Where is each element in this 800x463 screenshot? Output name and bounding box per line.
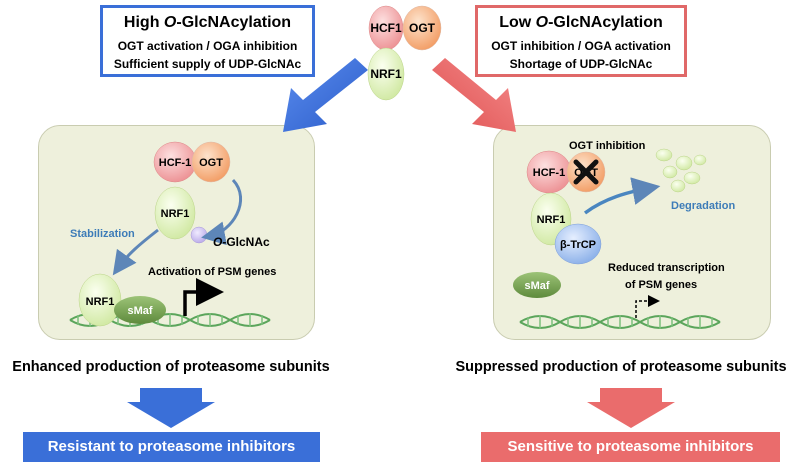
reduced-line1: Reduced transcription <box>608 262 725 274</box>
right-smaf-protein <box>513 272 561 298</box>
left-ogt-label: OGT <box>199 157 223 169</box>
top-hcf1-label: HCF1 <box>370 21 402 35</box>
top-complex: HCF1 OGT NRF1 <box>367 5 442 101</box>
reduced-line2: of PSM genes <box>625 279 697 291</box>
top-nrf1-label: NRF1 <box>370 67 402 81</box>
right-hcf1-label: HCF-1 <box>533 167 565 179</box>
high-box-line1: OGT activation / OGA inhibition <box>117 39 298 53</box>
dna-nrf1-protein <box>78 273 122 327</box>
high-glcnacylation-box: High O-GlcNAcylation OGT activation / OG… <box>100 5 315 77</box>
right-dna <box>519 315 721 329</box>
left-nrf1-label: NRF1 <box>161 208 190 220</box>
top-ogt-label: OGT <box>409 21 436 35</box>
glcnac-transfer-arrow <box>201 178 243 246</box>
stabilization-label: Stabilization <box>70 228 135 240</box>
right-nrf1-label: NRF1 <box>537 214 566 226</box>
top-ogt-protein <box>402 5 442 51</box>
btrcp-protein <box>554 223 602 265</box>
top-nrf1-protein <box>367 47 405 101</box>
right-panel-graphics: OGT inhibition HCF-1 OGT NRF1 β-TrCP Deg… <box>513 140 735 329</box>
low-box-title: Low O-GlcNAcylation <box>499 14 663 31</box>
high-box-lines: OGT activation / OGA inhibition Sufficie… <box>103 37 312 73</box>
oglcnac-label: O-GlcNAc <box>213 235 270 249</box>
oglcnac-sugar <box>190 226 208 244</box>
high-box-line2: Sufficient supply of UDP-GlcNAc <box>113 57 302 71</box>
activation-label: Activation of PSM genes <box>148 266 276 278</box>
right-smaf-label: sMaf <box>524 280 549 292</box>
dna-nrf1-label: NRF1 <box>86 296 115 308</box>
dna-smaf-protein <box>114 296 166 324</box>
high-box-title: High O-GlcNAcylation <box>123 14 292 31</box>
low-box-line2: Shortage of UDP-GlcNAc <box>509 57 653 71</box>
btrcp-label: β-TrCP <box>560 239 596 251</box>
low-down-arrow <box>432 58 516 132</box>
left-outcome-text: Enhanced production of proteasome subuni… <box>12 359 330 375</box>
left-nrf1-protein <box>154 186 196 240</box>
left-result-bar: Resistant to proteasome inhibitors <box>23 432 320 462</box>
ogt-inhibition-label: OGT inhibition <box>569 140 646 152</box>
high-down-arrow <box>283 58 368 132</box>
degraded-fragments <box>655 148 707 193</box>
left-hcf1-label: HCF-1 <box>159 157 191 169</box>
low-box-lines: OGT inhibition / OGA activation Shortage… <box>478 37 684 73</box>
transcription-start-arrow <box>183 278 224 316</box>
right-result-arrow <box>587 388 675 428</box>
degradation-label: Degradation <box>671 200 735 212</box>
left-result-arrow <box>127 388 215 428</box>
degradation-arrow <box>583 177 661 215</box>
low-box-line1: OGT inhibition / OGA activation <box>491 39 671 53</box>
left-panel-graphics: HCF-1 OGT NRF1 Stabilization O-GlcNAc Ac… <box>69 141 276 327</box>
right-result-bar: Sensitive to proteasome inhibitors <box>481 432 780 462</box>
reduced-transcription-arrow <box>635 295 660 318</box>
low-glcnacylation-box: Low O-GlcNAcylation OGT inhibition / OGA… <box>475 5 687 77</box>
right-outcome-text: Suppressed production of proteasome subu… <box>455 359 787 375</box>
left-ogt-protein <box>191 141 231 183</box>
dna-smaf-label: sMaf <box>127 305 152 317</box>
stabilization-arrow <box>112 228 159 276</box>
ogt-inhibited-cross-icon <box>573 159 599 185</box>
